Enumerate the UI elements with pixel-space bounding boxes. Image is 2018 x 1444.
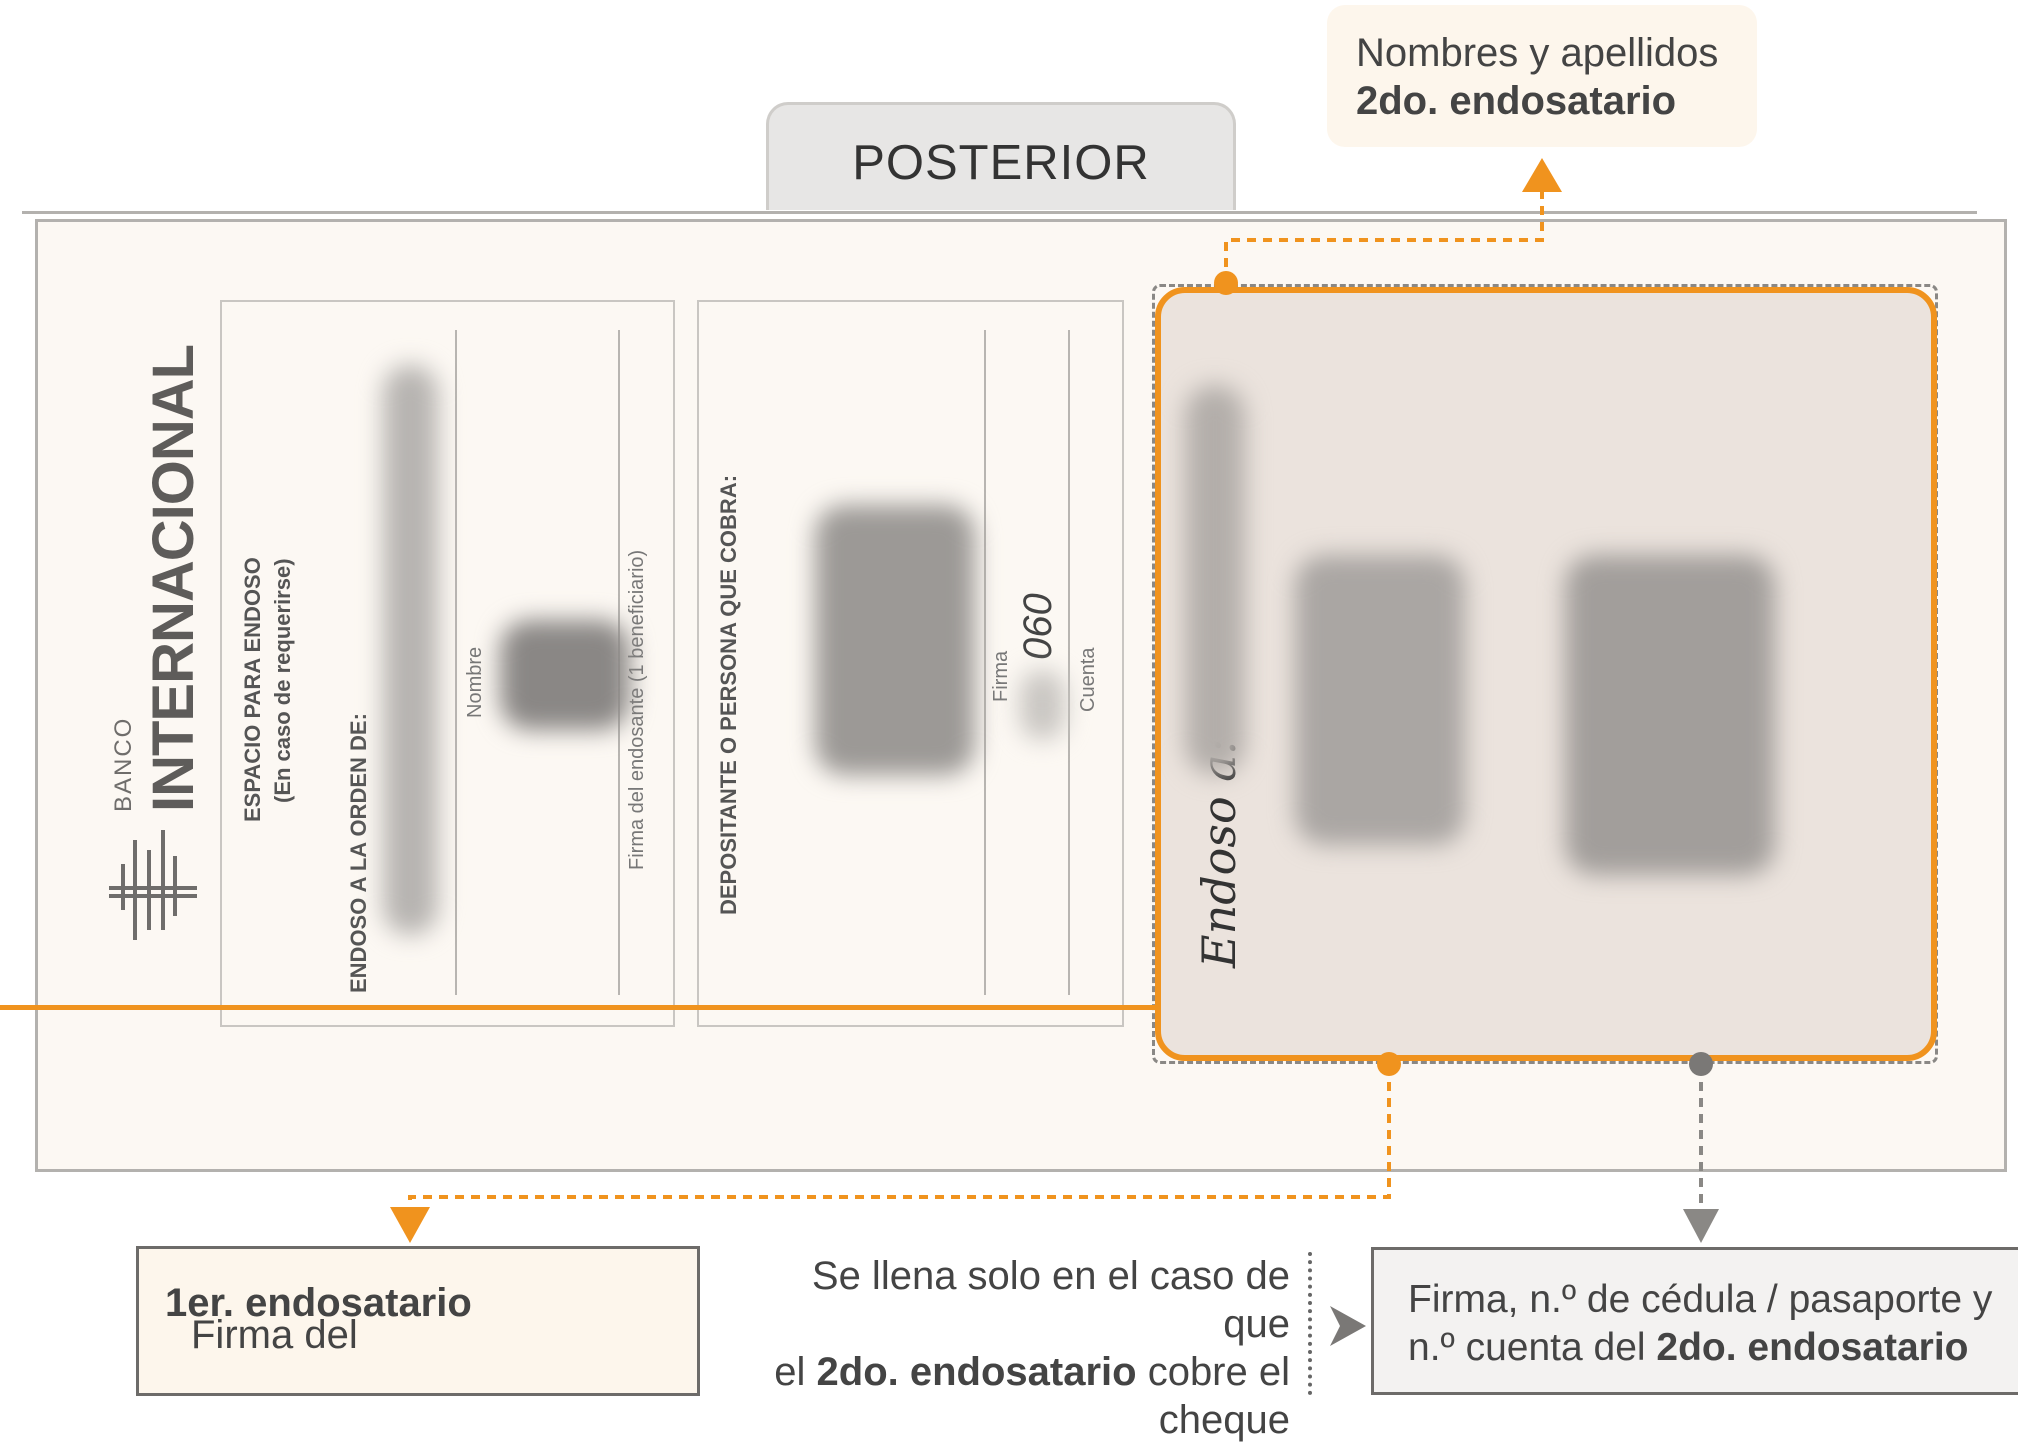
callout-right-bold: 2do. endosatario	[1656, 1326, 1969, 1369]
connector-dot-bottom-orange	[1377, 1052, 1401, 1076]
callout-second-endorsee-name: Nombres y apellidos 2do. endosatario	[1327, 5, 1757, 147]
arrow-up-icon	[1522, 158, 1562, 192]
redacted-endorsee-signature-blur	[1565, 555, 1775, 875]
note-line-2-pre: el	[774, 1350, 817, 1394]
second-endorsement-zone	[1155, 287, 1937, 1061]
note-line-2: el 2do. endosatario cobre el	[740, 1348, 1290, 1396]
panel1-line-1	[455, 330, 457, 995]
endorsement-indicator-line	[0, 1005, 1157, 1010]
note-divider	[1308, 1252, 1312, 1395]
callout-left-text: Firma del 1er. endosatario	[165, 1281, 472, 1357]
callout-left-bold: 1er. endosatario	[165, 1281, 472, 1325]
callout-first-endorsee-signature: Firma del 1er. endosatario	[136, 1246, 700, 1396]
panel2-line-1	[984, 330, 986, 995]
note-line-1: Se llena solo en el caso de que	[811, 1254, 1290, 1346]
callout-right-line-1: Firma, n.º de cédula / pasaporte y	[1408, 1278, 1993, 1321]
callout-line-1: Nombres y apellidos	[1356, 31, 1719, 75]
endorsement-space-panel	[220, 300, 675, 1027]
arrow-right-icon	[1330, 1306, 1366, 1346]
arrow-down-grey-icon	[1683, 1209, 1719, 1243]
callout-right-pre: n.º cuenta del	[1408, 1326, 1657, 1369]
redacted-name-blur	[383, 365, 438, 935]
callout-right-line-2: n.º cuenta del 2do. endosatario	[1408, 1326, 1968, 1370]
arrow-down-icon	[390, 1207, 430, 1243]
callout-second-endorsee-details: Firma, n.º de cédula / pasaporte y n.º c…	[1371, 1247, 2018, 1395]
note-line-3: cheque	[1158, 1398, 1290, 1442]
callout-left-pre: Firma del	[191, 1313, 358, 1357]
panel2-line-2	[1068, 330, 1070, 995]
divider-line	[22, 211, 1977, 214]
bank-logo-icon	[109, 830, 197, 940]
connector-arrows	[390, 158, 1719, 1346]
tab-label: POSTERIOR	[852, 136, 1150, 190]
connector-dot-top	[1214, 271, 1238, 295]
tab-posterior: POSTERIOR	[766, 102, 1236, 210]
depositor-panel	[697, 300, 1124, 1027]
note-line-2-post: cobre el	[1136, 1350, 1290, 1394]
redacted-depositor-blur	[815, 505, 975, 775]
redacted-signature-blur	[500, 620, 630, 730]
connector-dot-bottom-grey	[1689, 1052, 1713, 1076]
redacted-endorsee-name-blur	[1185, 385, 1245, 775]
callout-line-2: 2do. endosatario	[1356, 79, 1677, 123]
note-line-2-bold: 2do. endosatario	[816, 1350, 1137, 1394]
fill-note: Se llena solo en el caso de que el 2do. …	[740, 1252, 1290, 1444]
redacted-account-blur	[1020, 670, 1065, 740]
redacted-endorsee-id-blur	[1295, 555, 1465, 845]
